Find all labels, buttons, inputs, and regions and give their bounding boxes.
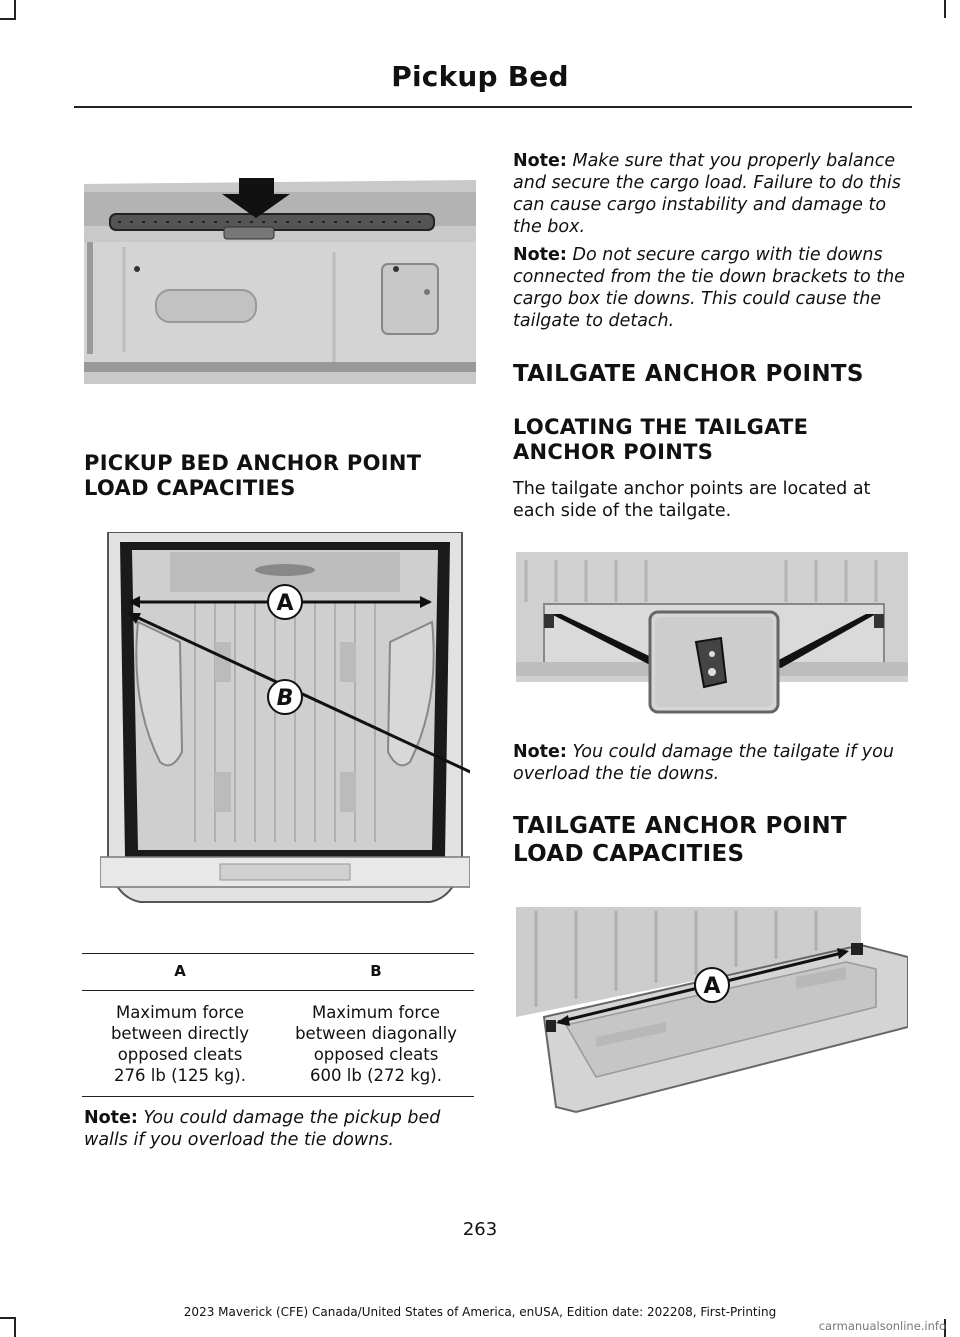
note-label: Note: [513,151,567,171]
crop-mark [0,1317,16,1319]
footer-edition: 2023 Maverick (CFE) Canada/United States… [183,1305,777,1319]
callout-a: A [703,974,720,999]
locating-text: The tailgate anchor points are located a… [513,479,871,521]
page-header-title: Pickup Bed [391,60,569,93]
note-text: You could damage the tailgate if you ove… [513,742,894,784]
cell-line: opposed cleats [117,1045,243,1064]
tailgate-anchor-illustration [516,552,908,717]
table-header-b: B [278,953,474,991]
table-cell-a: Maximum force between directly opposed c… [82,990,278,1097]
callout-a: A [276,591,293,616]
cell-line: opposed cleats [313,1045,439,1064]
load-capacity-table: A B Maximum force between directly oppos… [82,953,474,1097]
cell-line: Maximum force [311,1003,441,1022]
note-label: Note: [513,742,567,762]
crop-mark [0,18,16,20]
note-label: Note: [84,1108,138,1128]
callout-b: B [277,686,294,711]
note-tailgate-damage: Note: You could damage the tailgate if y… [513,741,913,785]
crop-mark [14,0,16,18]
pickup-bed-diagram: A B [100,532,470,910]
subheading-locating-tailgate-anchor-points: LOCATING THE TAILGATE ANCHOR POINTS [513,415,809,464]
note-text: Do not secure cargo with tie downs conne… [513,245,905,331]
note-label: Note: [513,245,567,265]
crop-mark [944,0,946,18]
table-cell-b: Maximum force between diagonally opposed… [278,990,474,1097]
cell-line: 276 lb (125 kg). [114,1066,246,1085]
note-tailgate-detach: Note: Do not secure cargo with tie downs… [513,244,909,332]
crop-mark [14,1319,16,1337]
section-heading-tailgate-anchor-points: TAILGATE ANCHOR POINTS [513,361,864,387]
table-header-a: A [82,953,278,991]
note-text: You could damage the pickup bed walls if… [84,1108,441,1150]
crop-mark [944,1319,946,1337]
bed-rail-illustration [84,172,476,384]
note-bed-walls: Note: You could damage the pickup bed wa… [84,1107,474,1151]
cell-line: between directly [110,1024,250,1043]
cell-line: between diagonally [295,1024,457,1043]
note-text: Make sure that you properly balance and … [513,151,901,237]
tailgate-capacity-diagram: A [516,907,908,1115]
header-divider [74,106,912,108]
watermark: carmanualsonline.info [818,1319,946,1333]
section-heading-bed-capacities: PICKUP BED ANCHOR POINT LOAD CAPACITIES [84,451,422,500]
cell-line: Maximum force [115,1003,245,1022]
section-heading-tailgate-capacities: TAILGATE ANCHOR POINT LOAD CAPACITIES [513,813,847,867]
note-balance-cargo: Note: Make sure that you properly balanc… [513,150,909,238]
cell-line: 600 lb (272 kg). [310,1066,442,1085]
page-number: 263 [462,1219,498,1240]
